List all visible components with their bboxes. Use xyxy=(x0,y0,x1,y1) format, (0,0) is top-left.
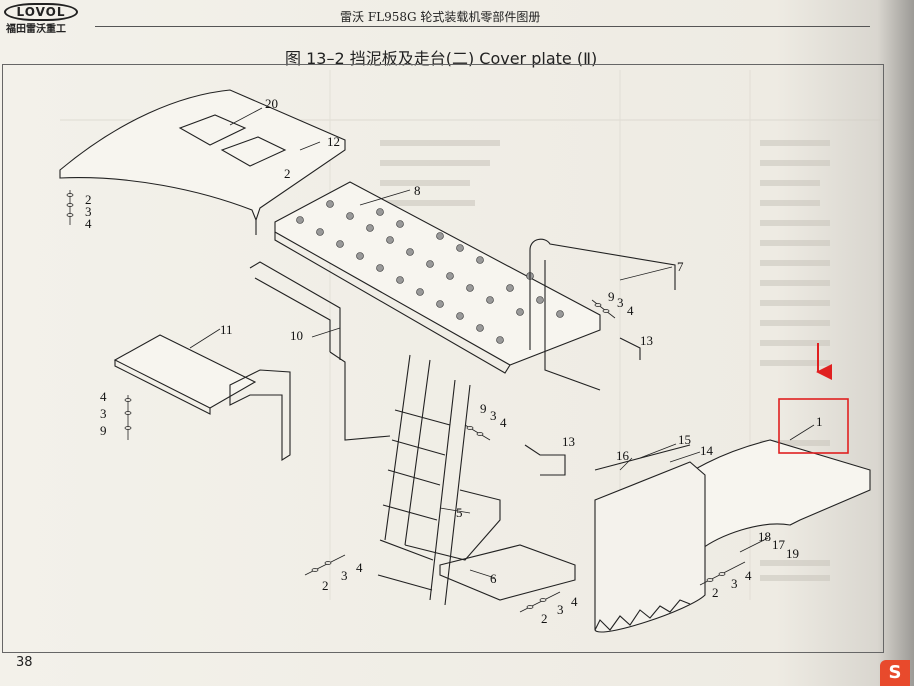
ladder xyxy=(384,354,471,606)
figure-title: 图 13–2 挡泥板及走台(二) Cover plate (Ⅱ) xyxy=(285,49,598,68)
callout-14: 14 xyxy=(700,443,714,458)
callout-2b: 2 xyxy=(85,192,92,207)
side-step-plate xyxy=(113,334,257,409)
highlight-annotation xyxy=(778,343,849,454)
callout-3g: 3 xyxy=(731,576,738,591)
callout-10: 10 xyxy=(290,328,303,343)
callout-2c: 2 xyxy=(322,578,329,593)
callout-17: 17 xyxy=(772,537,786,552)
mud-flap xyxy=(594,461,706,633)
figure-frame xyxy=(2,64,884,653)
fender-panel-2 xyxy=(220,136,287,167)
corner-watermark: S xyxy=(880,660,910,686)
callout-4f: 4 xyxy=(571,594,578,609)
callout-11: 11 xyxy=(220,322,233,337)
callout-4b: 4 xyxy=(627,303,634,318)
callout-15: 15 xyxy=(678,432,691,447)
anti-slip-holes xyxy=(296,200,564,344)
rear-handrail xyxy=(529,238,676,391)
callout-3f: 3 xyxy=(557,602,564,617)
header-divider xyxy=(95,26,870,27)
fender-panel-1 xyxy=(178,114,247,146)
callout-3c: 3 xyxy=(100,406,107,421)
parts-linework xyxy=(59,89,871,633)
page-number: 38 xyxy=(16,655,33,670)
callout-13b: 13 xyxy=(562,434,575,449)
callout-18: 18 xyxy=(758,529,771,544)
callout-4g: 4 xyxy=(745,568,752,583)
callout-9: 9 xyxy=(608,289,615,304)
rear-fender-cover xyxy=(59,89,346,222)
logo-badge: LOVOL xyxy=(4,3,78,21)
callout-4d: 4 xyxy=(500,415,507,430)
callout-19: 19 xyxy=(786,546,799,561)
callout-3e: 3 xyxy=(341,568,348,583)
callout-8: 8 xyxy=(414,183,421,198)
red-highlight-box xyxy=(778,398,849,454)
callout-9b: 9 xyxy=(100,423,107,438)
logo-subtext: 福田雷沃重工 xyxy=(6,24,66,35)
callout-3: 3 xyxy=(85,204,92,219)
lower-step-bracket xyxy=(439,544,576,601)
callout-4: 4 xyxy=(85,216,92,231)
callout-9c: 9 xyxy=(480,401,487,416)
callout-3d: 3 xyxy=(490,408,497,423)
callout-3b: 3 xyxy=(617,295,624,310)
callout-2e: 2 xyxy=(712,585,719,600)
callout-13: 13 xyxy=(640,333,653,348)
callout-1: 1 xyxy=(816,414,823,429)
callout-20: 20 xyxy=(265,96,278,111)
callout-2: 2 xyxy=(284,166,291,181)
lovol-logo: LOVOL 福田雷沃重工 xyxy=(4,3,82,35)
catalog-title: 雷沃 FL958G 轮式装载机零部件图册 xyxy=(340,10,541,24)
callout-16: 16 xyxy=(616,448,630,463)
fastener-hardware xyxy=(66,190,746,613)
callout-4e: 4 xyxy=(356,560,363,575)
walkway-platform xyxy=(274,181,601,366)
callout-12: 12 xyxy=(327,134,340,149)
callout-6: 6 xyxy=(490,571,497,586)
callout-2d: 2 xyxy=(541,611,548,626)
callout-5: 5 xyxy=(456,505,463,520)
leader-lines xyxy=(189,107,815,579)
callout-7: 7 xyxy=(677,259,684,274)
side-handrail xyxy=(249,261,341,360)
callout-labels: 20 12 2 3 4 2 8 7 9 3 4 13 11 10 4 3 9 9… xyxy=(85,96,823,626)
callout-4c: 4 xyxy=(100,389,107,404)
